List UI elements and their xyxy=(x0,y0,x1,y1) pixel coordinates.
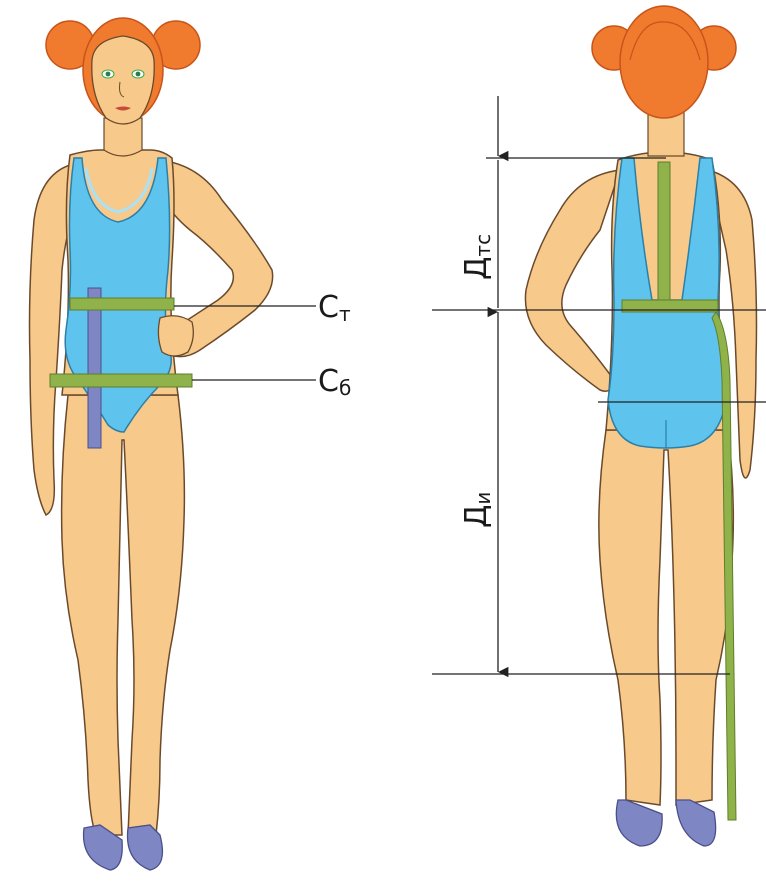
front-waist-tape xyxy=(70,298,174,310)
back-sandal-left xyxy=(616,800,662,846)
front-sandal-right xyxy=(127,825,162,870)
hip-girth-label: Сб xyxy=(318,364,351,400)
hip-depth-label: Ди xyxy=(459,492,495,528)
front-hand xyxy=(158,316,193,356)
back-figure xyxy=(525,6,756,846)
ruler xyxy=(88,288,101,448)
front-legs xyxy=(62,395,185,835)
back-legs xyxy=(599,430,733,805)
back-head xyxy=(592,6,736,118)
back-length-tape xyxy=(658,162,670,302)
front-hip-tape xyxy=(50,374,192,387)
front-figure xyxy=(30,18,273,870)
front-head xyxy=(46,18,200,124)
waist-girth-label: Ст xyxy=(318,290,351,326)
back-left-arm xyxy=(525,170,620,391)
back-waist-length-label: Дтс xyxy=(459,234,495,280)
back-sandal-right xyxy=(676,800,716,846)
